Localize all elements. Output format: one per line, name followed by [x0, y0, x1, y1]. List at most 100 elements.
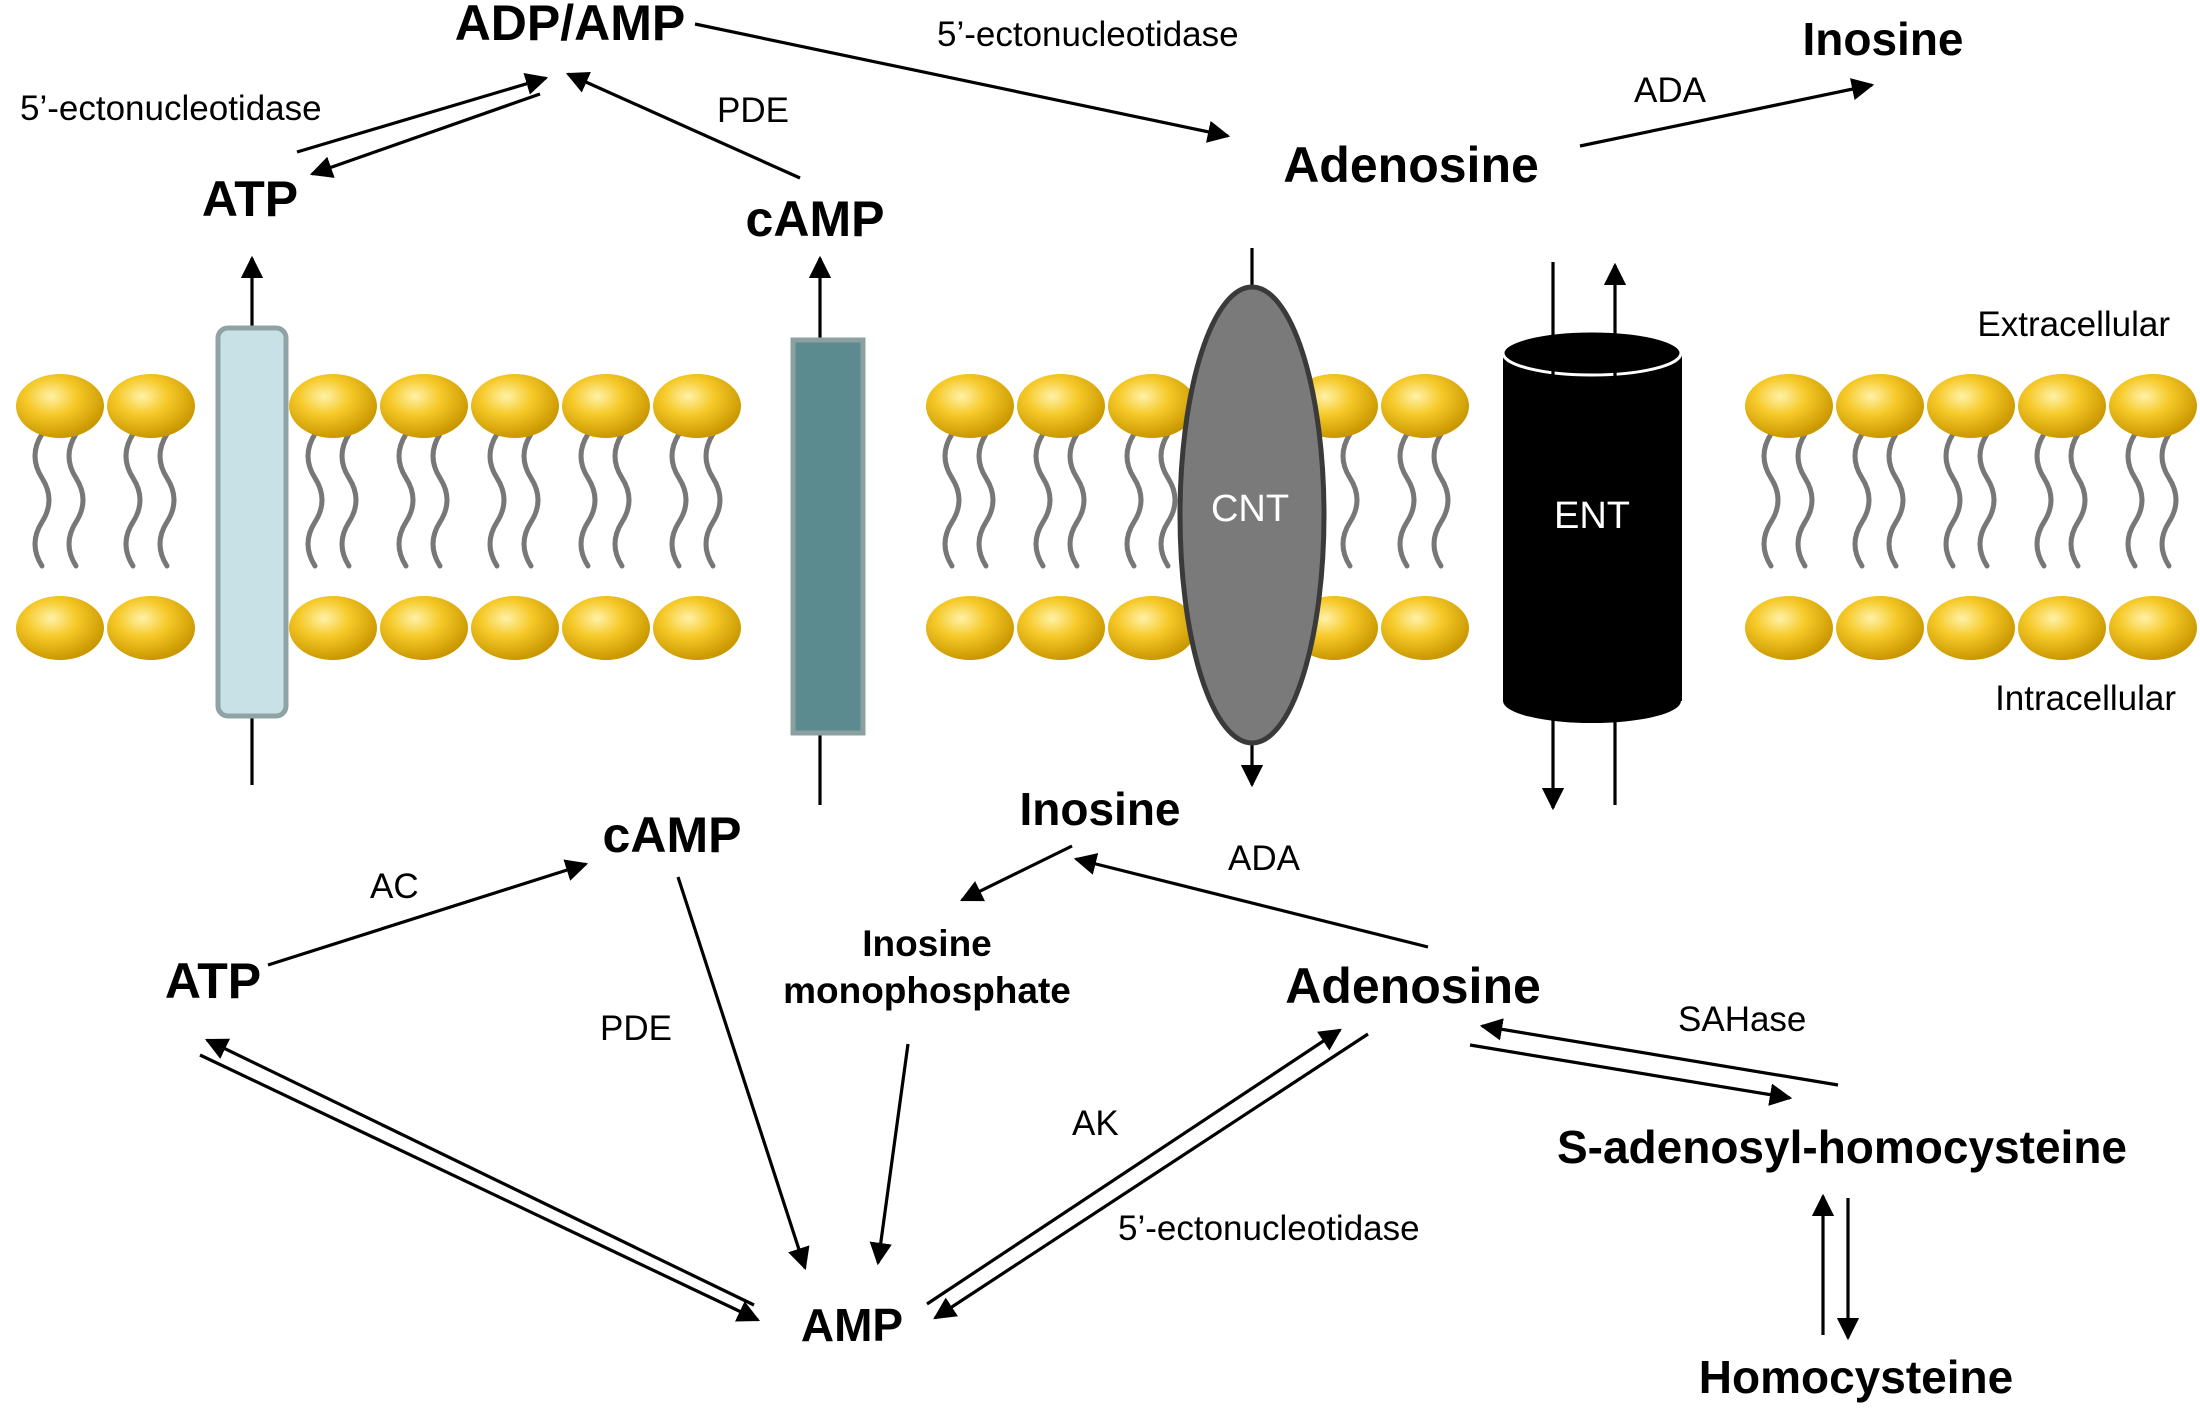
lipid-tail — [305, 431, 325, 569]
lipid-head — [1381, 596, 1469, 660]
camp-extracellular-label: cAMP — [746, 191, 885, 247]
lipid-head — [562, 596, 650, 660]
ent-transporter: ENT — [1501, 262, 1683, 811]
lipid-head — [2109, 596, 2197, 660]
lipid-tail — [396, 431, 416, 569]
lipid-bilayer — [16, 374, 2197, 660]
lipid-tail — [1852, 431, 1872, 569]
lipid-head — [1836, 596, 1924, 660]
ent-label: ENT — [1554, 495, 1630, 537]
lipid-head — [289, 596, 377, 660]
lipid-head — [1745, 374, 1833, 438]
lipid-tail — [942, 431, 962, 569]
lipid-head — [1017, 596, 1105, 660]
lipid-head — [1108, 596, 1196, 660]
inosine-extracellular-label: Inosine — [1802, 13, 1963, 65]
lipid-head — [1108, 374, 1196, 438]
inosine-intracellular-label: Inosine — [1019, 783, 1180, 835]
lipid-head — [471, 596, 559, 660]
lipid-tail — [1158, 431, 1178, 569]
lipid-head — [1927, 596, 2015, 660]
lipid-head — [107, 596, 195, 660]
enzyme-sahase: SAHase — [1678, 1000, 1806, 1039]
sah-label: S-adenosyl-homocysteine — [1557, 1121, 2127, 1173]
enzyme-5-ectonucleotidase-top: 5’-ectonucleotidase — [937, 15, 1239, 54]
lipid-tail — [612, 431, 632, 569]
lipid-head — [2109, 374, 2197, 438]
imp-label-line1: Inosine — [862, 923, 992, 964]
lipid-tail — [703, 431, 723, 569]
lipid-tail — [487, 431, 507, 569]
lipid-head — [926, 374, 1014, 438]
camp-intracellular-label: cAMP — [603, 807, 742, 863]
lipid-tail — [157, 431, 177, 569]
atp-intracellular-label: ATP — [165, 953, 261, 1009]
lipid-tail — [1977, 431, 1997, 569]
lipid-tail — [1431, 431, 1451, 569]
lipid-tail — [1067, 431, 1087, 569]
imp-label-line2: monophosphate — [783, 970, 1071, 1011]
lipid-tail — [123, 431, 143, 569]
lipid-head — [1017, 374, 1105, 438]
lipid-tail — [1124, 431, 1144, 569]
lipid-tail — [2068, 431, 2088, 569]
enzyme-ada-top: ADA — [1634, 71, 1707, 110]
lipid-tail — [1886, 431, 1906, 569]
cnt-label: CNT — [1211, 488, 1289, 530]
atp-release-channel — [215, 255, 289, 785]
lipid-tail — [1943, 431, 1963, 569]
lipid-tail — [976, 431, 996, 569]
lipid-head — [1927, 374, 2015, 438]
enzyme-5-ectonucleotidase-left: 5’-ectonucleotidase — [20, 89, 322, 128]
lipid-tail — [2159, 431, 2179, 569]
lipid-tail — [2034, 431, 2054, 569]
lipid-head — [1381, 374, 1469, 438]
homocysteine-label: Homocysteine — [1699, 1351, 2013, 1403]
lipid-tail — [1397, 431, 1417, 569]
enzyme-pde-top: PDE — [717, 91, 789, 130]
adenosine-extracellular-label: Adenosine — [1283, 137, 1539, 193]
adenosine-intracellular-label: Adenosine — [1285, 958, 1541, 1014]
lipid-tail — [1340, 431, 1360, 569]
lipid-head — [380, 596, 468, 660]
lipid-head — [926, 596, 1014, 660]
lipid-head — [289, 374, 377, 438]
lipid-tail — [521, 431, 541, 569]
lipid-head — [471, 374, 559, 438]
camp-efflux-channel — [790, 255, 866, 805]
lipid-head — [2018, 596, 2106, 660]
lipid-head — [1836, 374, 1924, 438]
lipid-tail — [339, 431, 359, 569]
lipid-head — [16, 374, 104, 438]
intracellular-arrows — [199, 844, 1860, 1341]
enzyme-ada-bottom: ADA — [1228, 839, 1301, 878]
lipid-head — [16, 596, 104, 660]
lipid-head — [380, 374, 468, 438]
lipid-tail — [2125, 431, 2145, 569]
lipid-tail — [66, 431, 86, 569]
enzyme-ak: AK — [1072, 1104, 1119, 1143]
lipid-head — [562, 374, 650, 438]
extracellular-label: Extracellular — [1977, 305, 2170, 344]
enzyme-ac: AC — [370, 867, 419, 906]
lipid-head — [653, 374, 741, 438]
lipid-tail — [1033, 431, 1053, 569]
lipid-tail — [578, 431, 598, 569]
lipid-head — [2018, 374, 2106, 438]
atp-extracellular-label: ATP — [202, 171, 298, 227]
intracellular-label: Intracellular — [1995, 679, 2176, 718]
lipid-tail — [1761, 431, 1781, 569]
lipid-tail — [430, 431, 450, 569]
enzyme-5-ectonucleotidase-bottom: 5’-ectonucleotidase — [1118, 1209, 1420, 1248]
lipid-head — [653, 596, 741, 660]
lipid-tail — [669, 431, 689, 569]
lipid-head — [1745, 596, 1833, 660]
amp-label: AMP — [801, 1299, 903, 1351]
lipid-tail — [32, 431, 52, 569]
cnt-transporter: CNT — [1177, 248, 1327, 788]
extracellular-arrows — [296, 22, 1875, 180]
enzyme-pde-bottom: PDE — [600, 1009, 672, 1048]
lipid-tail — [1795, 431, 1815, 569]
lipid-head — [107, 374, 195, 438]
